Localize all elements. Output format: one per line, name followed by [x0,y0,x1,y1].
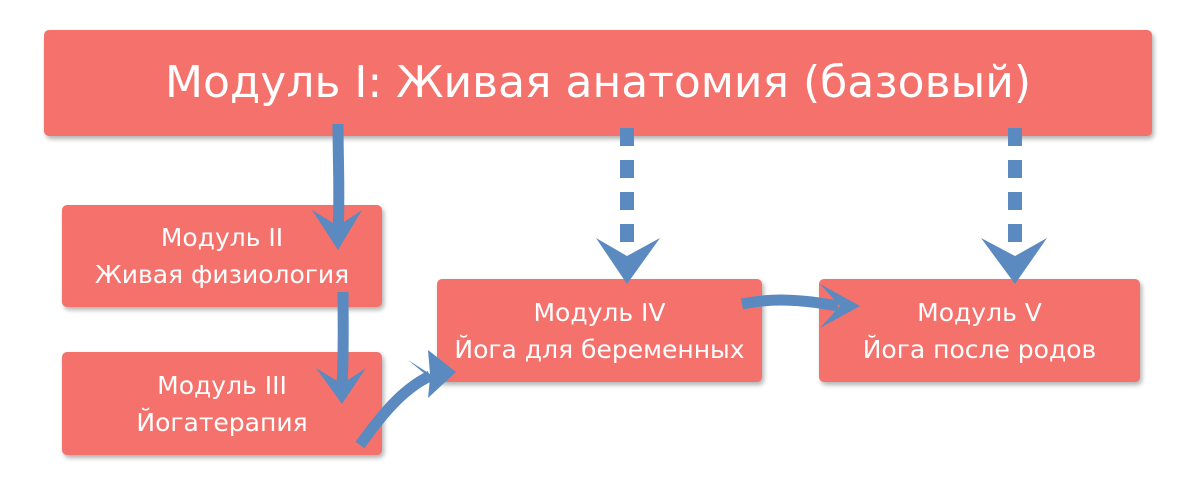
module-4-subtitle: Йога для беременных [454,334,745,364]
module-5-subtitle: Йога после родов [862,334,1097,364]
arrowhead-m5-top [981,238,1047,284]
module-3-box: Модуль III Йогатерапия [62,352,382,455]
module-2-title: Модуль II [160,223,284,252]
module-5-box: Модуль V Йога после родов [819,279,1140,382]
module-4-box: Модуль IV Йога для беременных [437,279,762,382]
module-3-title: Модуль III [157,370,287,400]
module-1-box: Модуль I: Живая анатомия (базовый) [44,30,1152,136]
module-5-title: Модуль V [917,297,1042,327]
module-2-box: Модуль II Живая физиология [62,205,382,307]
module-3-subtitle: Йогатерапия [136,407,308,437]
module-2-subtitle: Живая физиология [94,260,350,289]
module-4-title: Модуль IV [533,297,666,327]
arrowhead-m4-top [596,238,660,284]
module-1-label: Модуль I: Живая анатомия (базовый) [164,57,1031,108]
